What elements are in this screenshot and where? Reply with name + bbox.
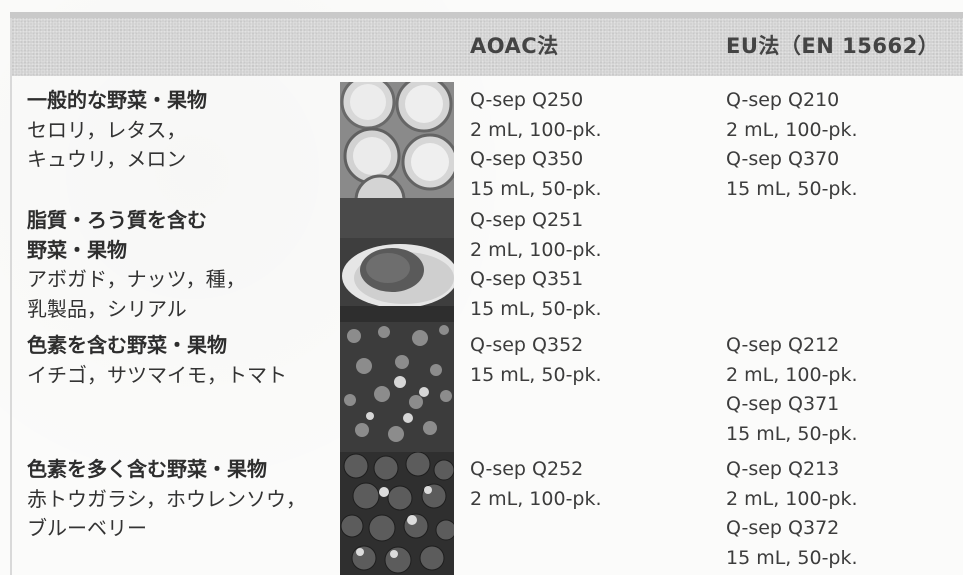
product-code: Q-sep Q372 bbox=[726, 517, 840, 539]
blueberry-photo bbox=[340, 452, 454, 575]
product-code: Q-sep Q251 bbox=[470, 209, 584, 231]
eu-products-general: Q-sep Q210 2 mL, 100-pk. Q-sep Q370 15 m… bbox=[726, 86, 858, 204]
product-size: 15 mL, 50-pk. bbox=[470, 297, 602, 320]
category-examples: ブルーベリー bbox=[27, 516, 147, 540]
product-code: Q-sep Q350 bbox=[470, 148, 584, 170]
product-size: 2 mL, 100-pk. bbox=[470, 238, 602, 261]
left-border bbox=[10, 18, 12, 575]
product-code: Q-sep Q212 bbox=[726, 334, 840, 356]
category-title: 野菜・果物 bbox=[27, 237, 127, 262]
product-size: 15 mL, 50-pk. bbox=[470, 177, 602, 200]
category-examples: イチゴ，サツマイモ，トマト bbox=[27, 362, 287, 387]
product-size: 15 mL, 50-pk. bbox=[726, 546, 858, 569]
product-size: 2 mL, 100-pk. bbox=[726, 118, 858, 141]
aoac-products-high-pigment: Q-sep Q252 2 mL, 100-pk. bbox=[470, 455, 602, 514]
category-examples: セロリ，レタス， bbox=[27, 117, 187, 142]
product-size: 15 mL, 50-pk. bbox=[726, 177, 858, 200]
product-code: Q-sep Q370 bbox=[726, 148, 840, 170]
aoac-products-lipid: Q-sep Q251 2 mL, 100-pk. Q-sep Q351 15 m… bbox=[470, 206, 602, 324]
column-header-eu: EU法（EN 15662） bbox=[726, 34, 940, 58]
top-rule bbox=[10, 12, 963, 18]
product-code: Q-sep Q352 bbox=[470, 334, 584, 356]
product-size: 2 mL, 100-pk. bbox=[470, 118, 602, 141]
product-code: Q-sep Q252 bbox=[470, 458, 584, 480]
product-code: Q-sep Q213 bbox=[726, 458, 840, 480]
eu-products-high-pigment: Q-sep Q213 2 mL, 100-pk. Q-sep Q372 15 m… bbox=[726, 455, 858, 573]
aoac-products-pigment: Q-sep Q352 15 mL, 50-pk. bbox=[470, 331, 602, 390]
product-size: 2 mL, 100-pk. bbox=[470, 487, 602, 510]
category-examples: 乳製品，シリアル bbox=[27, 296, 187, 321]
eu-products-pigment: Q-sep Q212 2 mL, 100-pk. Q-sep Q371 15 m… bbox=[726, 331, 858, 449]
category-title: 脂質・ろう質を含む bbox=[27, 208, 207, 232]
product-code: Q-sep Q250 bbox=[470, 89, 584, 111]
category-examples: アボガド，ナッツ，種， bbox=[27, 267, 246, 291]
category-title: 一般的な野菜・果物 bbox=[27, 88, 207, 112]
avocado-photo bbox=[340, 198, 454, 322]
product-code: Q-sep Q210 bbox=[726, 89, 840, 111]
header-band bbox=[10, 18, 963, 76]
category-title: 色素を含む野菜・果物 bbox=[27, 333, 227, 357]
product-size: 2 mL, 100-pk. bbox=[726, 487, 858, 510]
product-size: 2 mL, 100-pk. bbox=[726, 363, 858, 386]
product-size: 15 mL, 50-pk. bbox=[470, 363, 602, 386]
category-pigment: 色素を含む野菜・果物 イチゴ，サツマイモ，トマト bbox=[27, 331, 287, 390]
column-header-aoac: AOAC法 bbox=[470, 34, 559, 58]
product-code: Q-sep Q371 bbox=[726, 393, 840, 415]
category-lipid: 脂質・ろう質を含む 野菜・果物 アボガド，ナッツ，種， 乳製品，シリアル bbox=[27, 206, 246, 324]
cucumber-photo bbox=[340, 82, 454, 198]
aoac-products-general: Q-sep Q250 2 mL, 100-pk. Q-sep Q350 15 m… bbox=[470, 86, 602, 204]
category-title: 色素を多く含む野菜・果物 bbox=[27, 457, 267, 481]
product-code: Q-sep Q351 bbox=[470, 268, 584, 290]
product-size: 15 mL, 50-pk. bbox=[726, 422, 858, 445]
strawberry-photo bbox=[340, 322, 454, 452]
category-examples: 赤トウガラシ，ホウレンソウ， bbox=[27, 486, 306, 511]
category-high-pigment: 色素を多く含む野菜・果物 赤トウガラシ，ホウレンソウ， ブルーベリー bbox=[27, 455, 306, 544]
category-examples: キュウリ，メロン bbox=[27, 147, 187, 171]
category-general: 一般的な野菜・果物 セロリ，レタス， キュウリ，メロン bbox=[27, 86, 207, 175]
